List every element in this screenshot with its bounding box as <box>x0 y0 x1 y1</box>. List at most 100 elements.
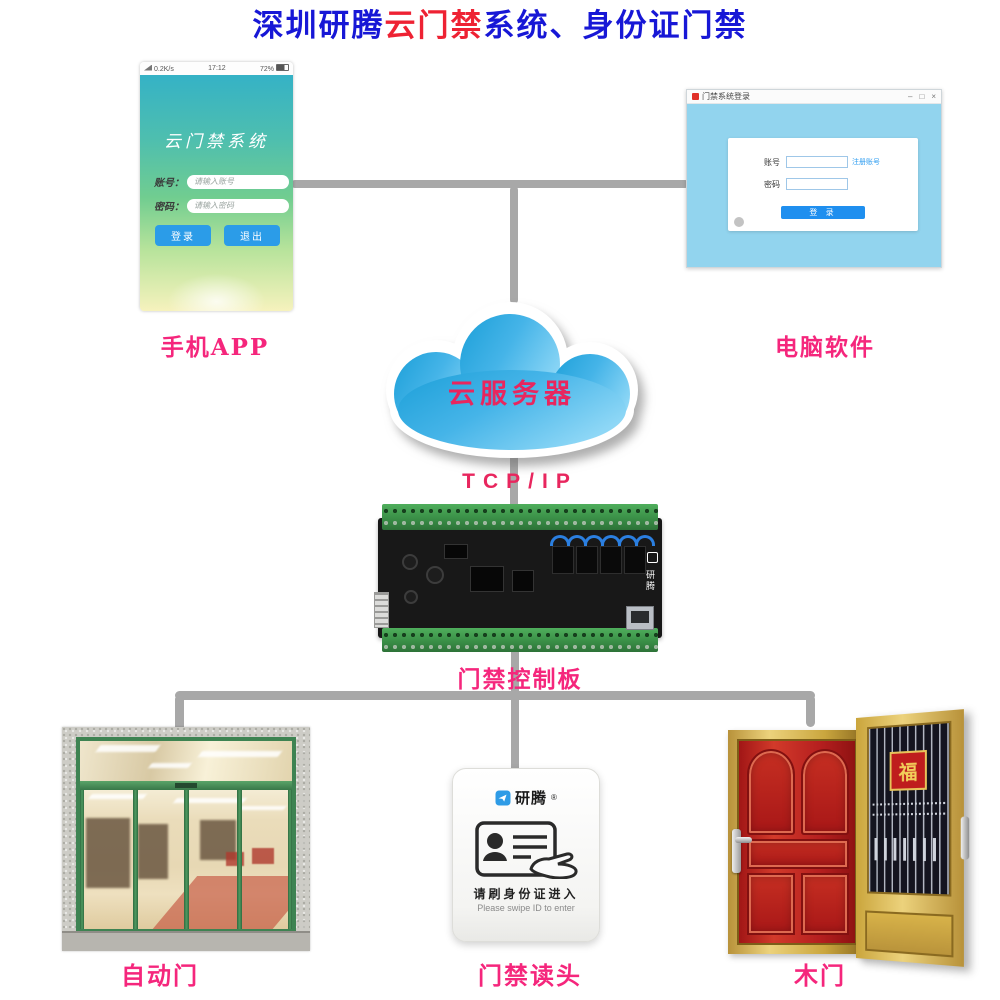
screen-door-grille: 福 <box>867 720 952 897</box>
door-lock-plate <box>732 829 741 873</box>
swipe-id-icon <box>475 821 578 879</box>
ethernet-port <box>626 606 654 630</box>
cloud-server-graphic <box>358 298 666 466</box>
grille-decoration <box>872 812 946 816</box>
pc-account-row: 账号 注册账号 <box>728 156 918 168</box>
pc-login-card: 账号 注册账号 密码 登 录 <box>728 138 918 231</box>
door-panel <box>801 873 849 935</box>
caption-pc-software: 电脑软件 <box>775 334 875 361</box>
phone-account-row: 账号： <box>154 174 289 189</box>
account-label: 账号： <box>154 178 184 189</box>
phone-time: 17:12 <box>208 65 226 72</box>
title-highlight: 云门禁 <box>384 8 484 44</box>
phone-status-bar: 0.2K/s 17:12 72% <box>140 62 293 75</box>
pc-login-button[interactable]: 登 录 <box>781 206 865 219</box>
wood-door-leaf <box>732 739 857 945</box>
phone-password-row: 密码： <box>154 198 289 213</box>
caption-auto-door: 自动门 <box>121 961 199 990</box>
password-label: 密码 <box>764 179 780 189</box>
pc-password-input[interactable] <box>786 178 848 190</box>
phone-login-button[interactable]: 登录 <box>155 225 211 246</box>
door-panel <box>801 749 849 835</box>
phone-exit-button[interactable]: 退出 <box>224 225 280 246</box>
fu-plaque: 福 <box>889 749 927 791</box>
relay <box>600 546 622 574</box>
reader-cn-text: 请刷身份证进入 <box>473 887 579 901</box>
window-title-bar: 门禁系统登录 – □ × <box>687 90 941 104</box>
phone-login-screen: 云门禁系统 账号： 密码： 登录 退出 <box>140 75 293 311</box>
reader-brand: 研腾 <box>515 790 548 807</box>
light-streak <box>95 745 161 752</box>
light-streak <box>197 751 283 757</box>
door-panel <box>747 839 849 869</box>
terminal-strip-top <box>382 504 658 530</box>
caption-reader: 门禁读头 <box>478 961 582 990</box>
wire-jumper <box>635 535 655 546</box>
door-panel <box>747 873 795 935</box>
screen-door-lower-panel <box>865 910 954 958</box>
password-label: 密码： <box>154 202 184 213</box>
light-streak <box>238 806 287 810</box>
door-mullion <box>133 790 138 929</box>
tcpip-label: TCP/IP <box>462 470 578 493</box>
id-card-reader: 研腾 ® 请刷身份证进入 Please swipe ID to enter <box>452 768 600 942</box>
grille-decoration <box>872 801 946 806</box>
battery-icon <box>276 64 289 71</box>
relay <box>576 546 598 574</box>
phone-account-input[interactable] <box>187 174 289 189</box>
brand-logo-icon <box>646 552 658 563</box>
capacitor <box>404 590 418 604</box>
connector-cloud-board <box>510 450 518 510</box>
settings-dot-icon[interactable] <box>734 217 744 227</box>
board-brand-block: 研腾 <box>644 552 660 592</box>
registered-mark: ® <box>551 793 557 802</box>
phone-app-screenshot: 0.2K/s 17:12 72% 云门禁系统 账号： 密码： 登录 退出 <box>140 62 293 311</box>
inductor <box>426 566 444 584</box>
door-mullion <box>288 790 292 929</box>
page-title: 深圳研腾云门禁系统、身份证门禁 <box>0 0 1000 45</box>
door-operator <box>175 783 198 788</box>
minimize-button[interactable]: – <box>908 91 913 101</box>
screen-door-handle <box>960 816 970 860</box>
title-suffix: 系统、身份证门禁 <box>483 8 748 44</box>
shop-display <box>86 818 130 888</box>
title-prefix: 深圳研腾 <box>252 8 385 44</box>
pc-software-window: 门禁系统登录 – □ × 账号 注册账号 密码 登 录 <box>686 89 942 268</box>
door-green-frame <box>76 737 296 933</box>
caption-phone-app: 手机APP <box>160 334 270 361</box>
phone-battery: 72% <box>260 64 289 73</box>
door-panel <box>747 749 795 835</box>
capacitor <box>402 554 418 570</box>
board-brand-text: 研腾 <box>645 570 655 592</box>
red-table <box>252 848 274 864</box>
transom-glass <box>80 741 292 781</box>
app-icon <box>692 93 699 100</box>
signal-icon <box>144 64 152 71</box>
maximize-button[interactable]: □ <box>919 91 925 101</box>
reader-logo-row: 研腾 ® <box>453 787 599 808</box>
relay <box>624 546 646 574</box>
pc-account-input[interactable] <box>786 156 848 168</box>
shop-display <box>138 824 168 879</box>
light-streak <box>148 763 192 768</box>
door-glass-area <box>80 790 292 929</box>
reader-en-text: Please swipe ID to enter <box>477 903 575 913</box>
grille-decoration <box>874 838 944 862</box>
connector-center-drop <box>511 695 519 773</box>
account-label: 账号 <box>764 157 780 167</box>
wood-door-closed <box>728 730 866 954</box>
mcu-chip <box>470 566 504 592</box>
chip <box>444 544 468 559</box>
app-title: 云门禁系统 <box>164 132 269 152</box>
register-link[interactable]: 注册账号 <box>852 159 880 166</box>
door-handle <box>735 837 752 843</box>
connector-left-drop <box>175 695 184 733</box>
red-carpet <box>146 876 292 929</box>
caption-controller: 门禁控制板 <box>457 666 583 693</box>
phone-password-input[interactable] <box>187 198 289 213</box>
close-button[interactable]: × <box>931 91 936 101</box>
access-controller-board: 研腾 <box>374 504 666 652</box>
caption-wood-door: 木门 <box>794 961 846 990</box>
cloud-server-label: 云服务器 <box>448 379 576 410</box>
